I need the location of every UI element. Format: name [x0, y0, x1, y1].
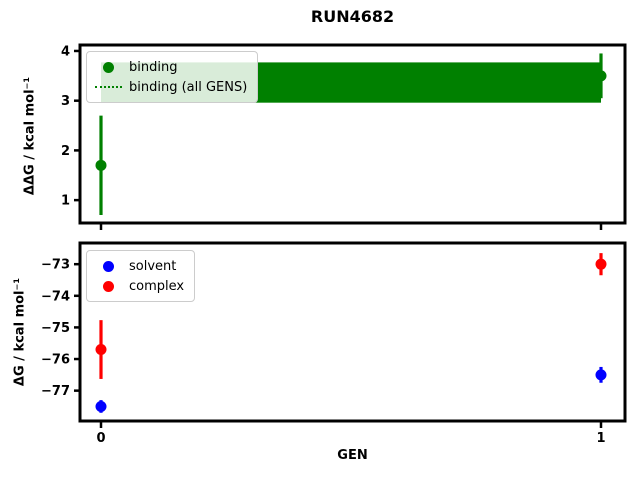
axes-frame	[78, 241, 627, 423]
legend-bottom: solvent complex	[86, 250, 196, 302]
y-tick-label: −76	[41, 353, 70, 368]
y-tick-label: 3	[61, 94, 70, 109]
xlabel: GEN	[337, 448, 368, 463]
solvent-marker-icon	[94, 260, 122, 272]
y-tick-label: 4	[61, 44, 70, 59]
y-tick-label: −77	[41, 384, 70, 399]
data-point-binding	[95, 159, 107, 171]
y-tick-label: 2	[61, 144, 70, 159]
binding-marker-icon	[94, 61, 122, 73]
x-tick-label: 1	[596, 431, 605, 446]
data-point-binding	[595, 70, 607, 82]
y-tick-label: −73	[41, 258, 70, 273]
data-point-complex	[95, 344, 107, 356]
legend-label-binding-all-gens: binding (all GENS)	[129, 79, 248, 95]
blue-dot-icon	[102, 260, 114, 272]
complex-marker-icon	[94, 280, 122, 292]
figure-title: RUN4682	[310, 7, 395, 26]
ylabel-bottom: ΔG / kcal mol⁻¹	[12, 277, 28, 387]
legend-label-binding: binding	[129, 59, 178, 75]
legend-label-complex: complex	[129, 278, 185, 294]
data-point-solvent	[95, 400, 107, 412]
data-point-complex	[595, 258, 607, 270]
green-dotted-line-icon	[94, 86, 122, 88]
legend-top: binding binding (all GENS)	[86, 51, 259, 103]
legend-item-solvent: solvent	[94, 256, 184, 276]
data-point-solvent	[595, 369, 607, 381]
y-tick-label: 1	[61, 194, 70, 209]
ylabel-top: ΔΔG / kcal mol⁻¹	[22, 76, 38, 196]
legend-label-solvent: solvent	[129, 258, 177, 274]
axes-bottom: −73 −74 −75 −76 −77 0 1	[41, 241, 627, 446]
y-tick-label: −75	[41, 321, 70, 336]
y-tick-label: −74	[41, 289, 70, 304]
x-tick-label: 0	[96, 431, 105, 446]
dotted-line-icon	[94, 86, 122, 88]
green-dot-icon	[102, 61, 114, 73]
axes-frame	[78, 43, 627, 225]
legend-item-binding-all-gens: binding (all GENS)	[94, 77, 247, 97]
legend-item-complex: complex	[94, 276, 184, 296]
legend-item-binding: binding	[94, 57, 247, 77]
red-dot-icon	[102, 280, 114, 292]
